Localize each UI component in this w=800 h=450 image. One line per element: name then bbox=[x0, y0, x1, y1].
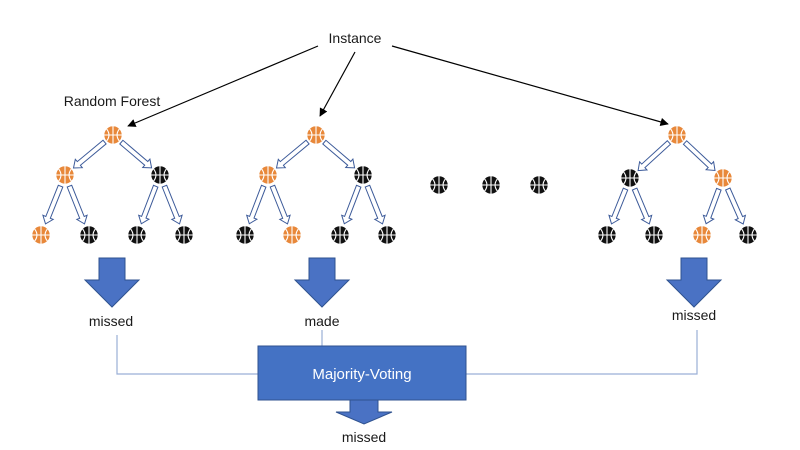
instance-arrows bbox=[127, 45, 669, 127]
majority-voting-box bbox=[257, 345, 467, 401]
ellipsis-ball-1 bbox=[429, 175, 449, 195]
tree-1-edge-leaf-2 bbox=[66, 184, 88, 225]
tree-2 bbox=[235, 125, 397, 245]
tree-3 bbox=[597, 125, 758, 245]
tree-1-leaf-node-2 bbox=[79, 225, 99, 245]
random-forest-label: Random Forest bbox=[64, 93, 161, 109]
ellipsis-ball-3 bbox=[529, 175, 549, 195]
tree-2-edge-leaf-2 bbox=[269, 184, 291, 225]
tree-3-leaf-node-3 bbox=[692, 225, 712, 245]
ellipsis-ball-2 bbox=[481, 175, 501, 195]
tree-2-leaf-node-3 bbox=[330, 225, 350, 245]
tree-2-edge-leaf-3 bbox=[340, 184, 362, 225]
tree-1-internal-node-2 bbox=[150, 165, 170, 185]
tree-3-edge-leaf-3 bbox=[702, 187, 722, 225]
tree-2-result: made bbox=[304, 313, 339, 329]
tree-2-leaf-node-1 bbox=[235, 225, 255, 245]
tree-3-edge-leaf-2 bbox=[631, 187, 653, 225]
tree-1-leaf-node-4 bbox=[174, 225, 194, 245]
tree-3-internal-node-2 bbox=[713, 168, 733, 188]
majority-voting-label: Majority-Voting bbox=[312, 366, 411, 383]
final-result: missed bbox=[342, 429, 386, 445]
tree-2-leaf-node-2 bbox=[282, 225, 302, 245]
tree-2-edge-leaf-1 bbox=[245, 184, 267, 225]
vote-connectors bbox=[116, 330, 698, 375]
tree-3-edge-leaf-4 bbox=[724, 187, 747, 225]
tree-1-edge-leaf-4 bbox=[161, 184, 183, 225]
tree-1 bbox=[31, 125, 194, 245]
tree-2-edge-root-1 bbox=[275, 139, 310, 169]
tree-1-internal-node-1 bbox=[55, 165, 75, 185]
trees-layer bbox=[31, 125, 758, 245]
tree-3-root-node bbox=[667, 125, 687, 145]
tree-1-edge-root-1 bbox=[72, 139, 107, 169]
tree-2-internal-node-2 bbox=[353, 165, 373, 185]
tree-3-edge-root-1 bbox=[637, 139, 672, 172]
ellipsis-balls bbox=[429, 175, 549, 195]
tree-2-internal-node-1 bbox=[258, 165, 278, 185]
tree-1-leaf-node-1 bbox=[31, 225, 51, 245]
connector-left bbox=[116, 335, 258, 375]
tree-3-result-arrow bbox=[665, 257, 723, 308]
tree-2-result-arrow bbox=[293, 257, 351, 308]
result-arrows bbox=[83, 257, 723, 308]
tree-1-root-node bbox=[103, 125, 123, 145]
tree-3-leaf-node-1 bbox=[597, 225, 617, 245]
tree-3-edge-root-2 bbox=[682, 140, 716, 172]
tree-3-result: missed bbox=[672, 307, 716, 323]
tree-2-root-node bbox=[306, 125, 326, 145]
connector-right bbox=[466, 330, 698, 375]
instance-label: Instance bbox=[329, 30, 382, 46]
tree-3-leaf-node-2 bbox=[644, 225, 664, 245]
instance-arrow-3 bbox=[391, 45, 669, 126]
tree-2-edge-root-2 bbox=[322, 139, 356, 169]
tree-3-leaf-node-4 bbox=[738, 225, 758, 245]
final-arrow bbox=[335, 399, 393, 425]
tree-1-result: missed bbox=[89, 313, 133, 329]
tree-3-internal-node-1 bbox=[620, 168, 640, 188]
instance-arrow-1 bbox=[127, 45, 319, 127]
tree-2-edge-leaf-4 bbox=[364, 184, 386, 225]
tree-3-edge-leaf-1 bbox=[608, 187, 629, 225]
tree-1-result-arrow bbox=[83, 257, 141, 308]
tree-2-leaf-node-4 bbox=[377, 225, 397, 245]
tree-1-edge-leaf-3 bbox=[137, 184, 159, 225]
tree-1-edge-root-2 bbox=[119, 139, 153, 169]
instance-arrow-2 bbox=[319, 51, 356, 117]
tree-1-edge-leaf-1 bbox=[42, 184, 64, 225]
tree-1-leaf-node-3 bbox=[127, 225, 147, 245]
